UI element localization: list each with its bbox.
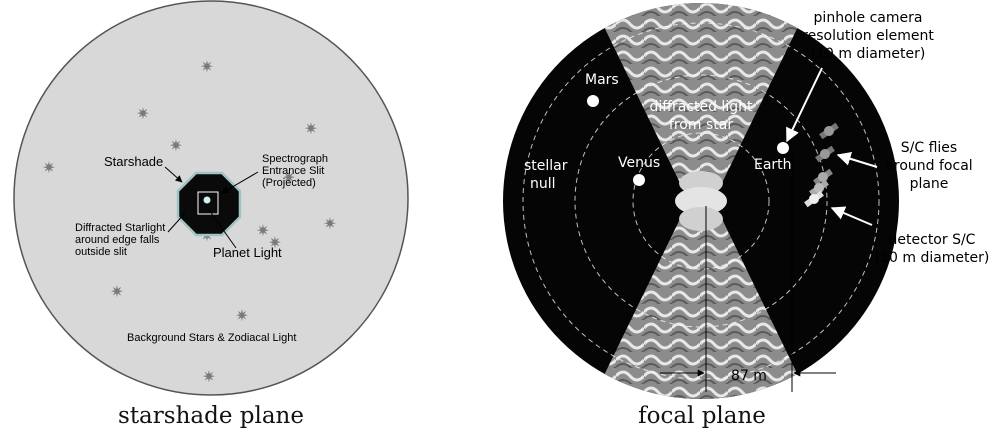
diffracted-starlight-label: Diffracted Starlight around edge falls o… — [75, 222, 165, 258]
earth-dot — [777, 142, 789, 154]
background-star: ✷ — [282, 168, 295, 187]
slit-label: Spectrograph Entrance Slit (Projected) — [262, 153, 328, 189]
diffracted-light-label: diffracted light from star — [650, 99, 753, 133]
svg-text:(10 m diameter): (10 m diameter) — [875, 250, 989, 266]
mars-dot — [587, 95, 599, 107]
detector-label: detector S/C (10 m diameter) — [875, 232, 989, 266]
background-star: ✷ — [256, 221, 269, 240]
svg-text:(10 m diameter): (10 m diameter) — [811, 46, 926, 62]
focal-plane-caption: focal plane — [638, 403, 766, 429]
diffraction-pattern — [592, 3, 810, 399]
starshade-octagon — [176, 171, 242, 237]
svg-text:stellar: stellar — [524, 158, 568, 174]
starshade-panel: ✷ ✷ ✷ ✷ ✷ ✷ ✷ ✷ ✷ ✷ ✷ ✷ ✷ Starshade S — [13, 0, 409, 429]
planet-dot — [203, 196, 211, 204]
svg-text:pinhole camera: pinhole camera — [814, 10, 923, 26]
background-star: ✷ — [136, 104, 149, 123]
starshade-leaders — [164, 166, 259, 249]
svg-text:null: null — [530, 176, 556, 192]
detector-arrow — [830, 206, 873, 226]
spacecraft-train — [804, 122, 839, 208]
svg-text:plane: plane — [910, 176, 949, 192]
earth-label: Earth — [754, 157, 792, 173]
svg-text:outside slit: outside slit — [75, 246, 127, 258]
svg-text:resolution element: resolution element — [802, 28, 934, 44]
background-star: ✷ — [235, 306, 248, 325]
background-star: ✷ — [200, 57, 213, 76]
background-star: ✷ — [169, 136, 182, 155]
planet-light-label: Planet Light — [213, 245, 282, 260]
orbit-rings — [522, 22, 880, 380]
distance-label: 87 m — [731, 368, 767, 384]
svg-text:S/C flies: S/C flies — [901, 140, 957, 156]
background-star: ✷ — [304, 119, 317, 138]
background-star: ✷ — [323, 214, 336, 233]
background-star: ✷ — [110, 282, 123, 301]
svg-text:diffracted light: diffracted light — [650, 99, 753, 115]
svg-text:Entrance Slit: Entrance Slit — [262, 165, 324, 177]
sc-flies-arrow — [836, 152, 878, 168]
svg-text:detector S/C: detector S/C — [889, 232, 976, 248]
venus-dot — [633, 174, 645, 186]
background-star: ✷ — [202, 367, 215, 386]
venus-label: Venus — [618, 155, 660, 171]
svg-text:Spectrograph: Spectrograph — [262, 153, 328, 165]
spectrograph-slit — [197, 191, 219, 215]
starshade-plane-caption: starshade plane — [118, 403, 304, 429]
svg-text:(Projected): (Projected) — [262, 177, 316, 189]
pinhole-arrow — [786, 67, 823, 143]
sc-flies-label: S/C flies around focal plane — [885, 140, 972, 192]
stellar-null-label: stellar null — [524, 158, 568, 192]
focal-panel: Mars diffracted light from star Earth Ve… — [503, 3, 989, 429]
background-label: Background Stars & Zodiacal Light — [127, 332, 296, 344]
svg-text:around focal: around focal — [885, 158, 972, 174]
background-stars: ✷ ✷ ✷ ✷ ✷ ✷ ✷ ✷ ✷ ✷ ✷ ✷ ✷ — [42, 57, 336, 386]
svg-text:around edge falls: around edge falls — [75, 234, 160, 246]
pinhole-label: pinhole camera resolution element (10 m … — [802, 10, 934, 62]
svg-text:Diffracted Starlight: Diffracted Starlight — [75, 222, 165, 234]
mars-label: Mars — [585, 72, 619, 88]
svg-text:from star: from star — [669, 117, 733, 133]
background-star: ✷ — [268, 233, 281, 252]
distance-marker: 87 m — [660, 368, 836, 384]
background-star: ✷ — [42, 158, 55, 177]
starshade-label: Starshade — [104, 154, 163, 169]
